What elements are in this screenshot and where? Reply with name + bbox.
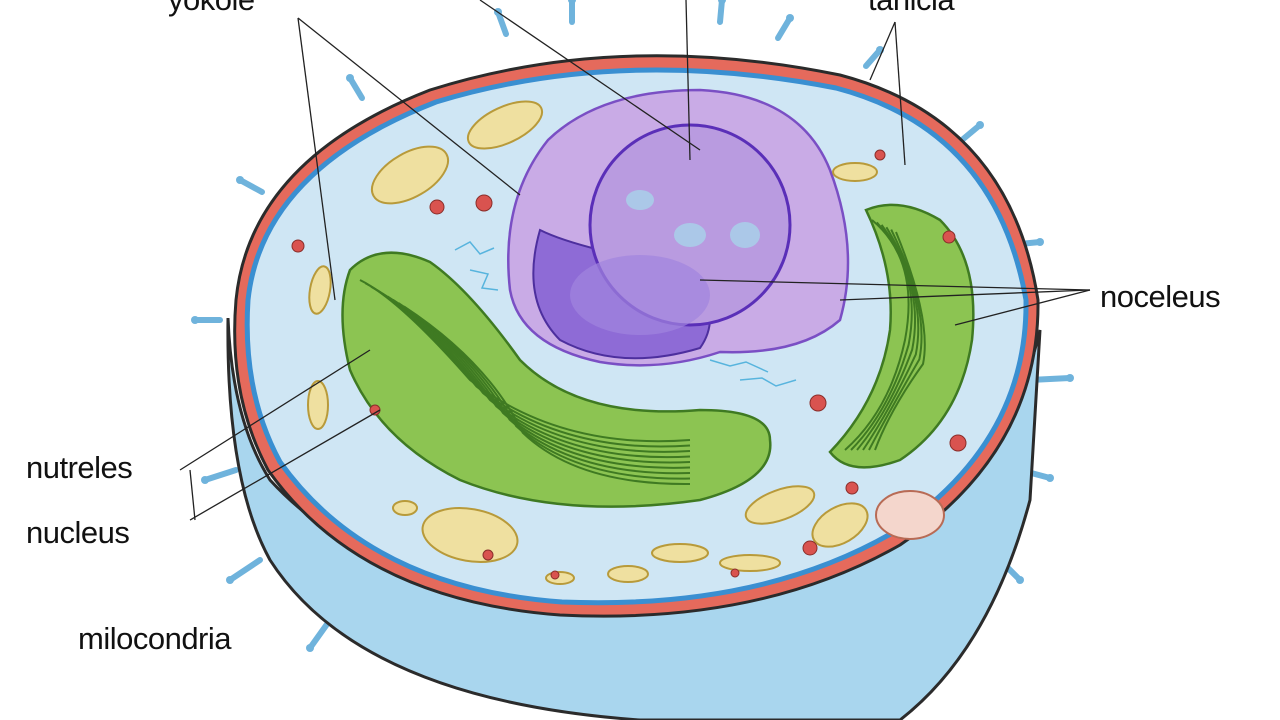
yellow-organelle — [466, 100, 544, 150]
cilium-tip — [191, 316, 199, 324]
vesicle-dot — [949, 434, 967, 452]
vesicle-dot — [942, 230, 956, 244]
label-top-left: yokole — [168, 0, 255, 15]
nuclear-pore — [674, 223, 706, 247]
yellow-organelle — [719, 554, 781, 572]
vesicle-dot — [429, 199, 445, 215]
label-left-upper: nutreles — [26, 450, 133, 485]
vesicle-dot — [845, 481, 859, 495]
endoplasmic-reticulum-right — [828, 203, 975, 469]
yellow-organelle — [607, 565, 649, 583]
yellow-organelle — [421, 507, 519, 563]
cilium-tip — [1066, 374, 1074, 382]
er-body — [341, 251, 772, 508]
nucleolus-highlight — [570, 255, 710, 335]
er-fold — [403, 305, 691, 486]
er-body — [828, 203, 975, 469]
label-bottom-left: milocondria — [78, 621, 232, 656]
cilium-tip — [201, 476, 209, 484]
cilium-tip — [1016, 576, 1024, 584]
cilium-tip — [1046, 474, 1054, 482]
cilium-tip — [568, 0, 576, 4]
er-fold — [874, 231, 926, 451]
er-fold — [392, 298, 691, 475]
vesicle-dot — [730, 568, 740, 578]
cilium-tip — [786, 14, 794, 22]
label-top-right: tanicia — [868, 0, 955, 15]
small-vesicles — [291, 149, 967, 580]
er-fold — [856, 224, 917, 451]
cilium — [307, 617, 333, 651]
nuclear-pore — [626, 190, 654, 210]
endoplasmic-reticulum-left — [341, 251, 772, 508]
yellow-organelle — [832, 162, 878, 182]
cilium-tip — [1036, 238, 1044, 246]
label-right: noceleus — [1100, 279, 1221, 314]
vesicle-dot — [475, 194, 493, 212]
yellow-organelle — [308, 265, 332, 315]
vesicle-dot — [291, 239, 305, 253]
er-fold — [386, 295, 691, 469]
cilium-tip — [718, 0, 726, 4]
cilium-tip — [346, 74, 354, 82]
cilium-tip — [306, 644, 314, 652]
cilium-tip — [226, 576, 234, 584]
nucleus — [507, 88, 850, 367]
er-fold — [862, 226, 920, 451]
cilium — [202, 467, 239, 483]
vesicle-dot — [482, 549, 494, 561]
label-left-lower: nucleus — [26, 515, 130, 550]
nuclear-pore — [730, 222, 760, 248]
yellow-organelle — [371, 145, 449, 205]
cytoskeleton — [454, 241, 797, 387]
yellow-organelles — [307, 100, 878, 585]
cilium-tip — [236, 176, 244, 184]
yellow-organelle — [545, 571, 575, 585]
vesicle-dot — [802, 540, 818, 556]
yellow-organelle — [651, 543, 709, 563]
vesicle-dot — [550, 570, 560, 580]
yellow-organelle — [392, 500, 418, 516]
er-folds — [359, 279, 691, 486]
yellow-organelle — [811, 502, 869, 548]
leader-lines — [179, 0, 1091, 521]
yellow-organelle — [744, 485, 816, 525]
er-fold — [868, 229, 923, 451]
lysosome — [875, 490, 945, 540]
yellow-organelle — [307, 380, 329, 430]
cilium-tip — [976, 121, 984, 129]
vesicle-dot — [809, 394, 827, 412]
er-fold — [397, 302, 691, 480]
er-folds — [844, 219, 926, 451]
cilium — [237, 177, 265, 195]
vesicle-dot — [874, 149, 886, 161]
cilium — [227, 557, 263, 583]
